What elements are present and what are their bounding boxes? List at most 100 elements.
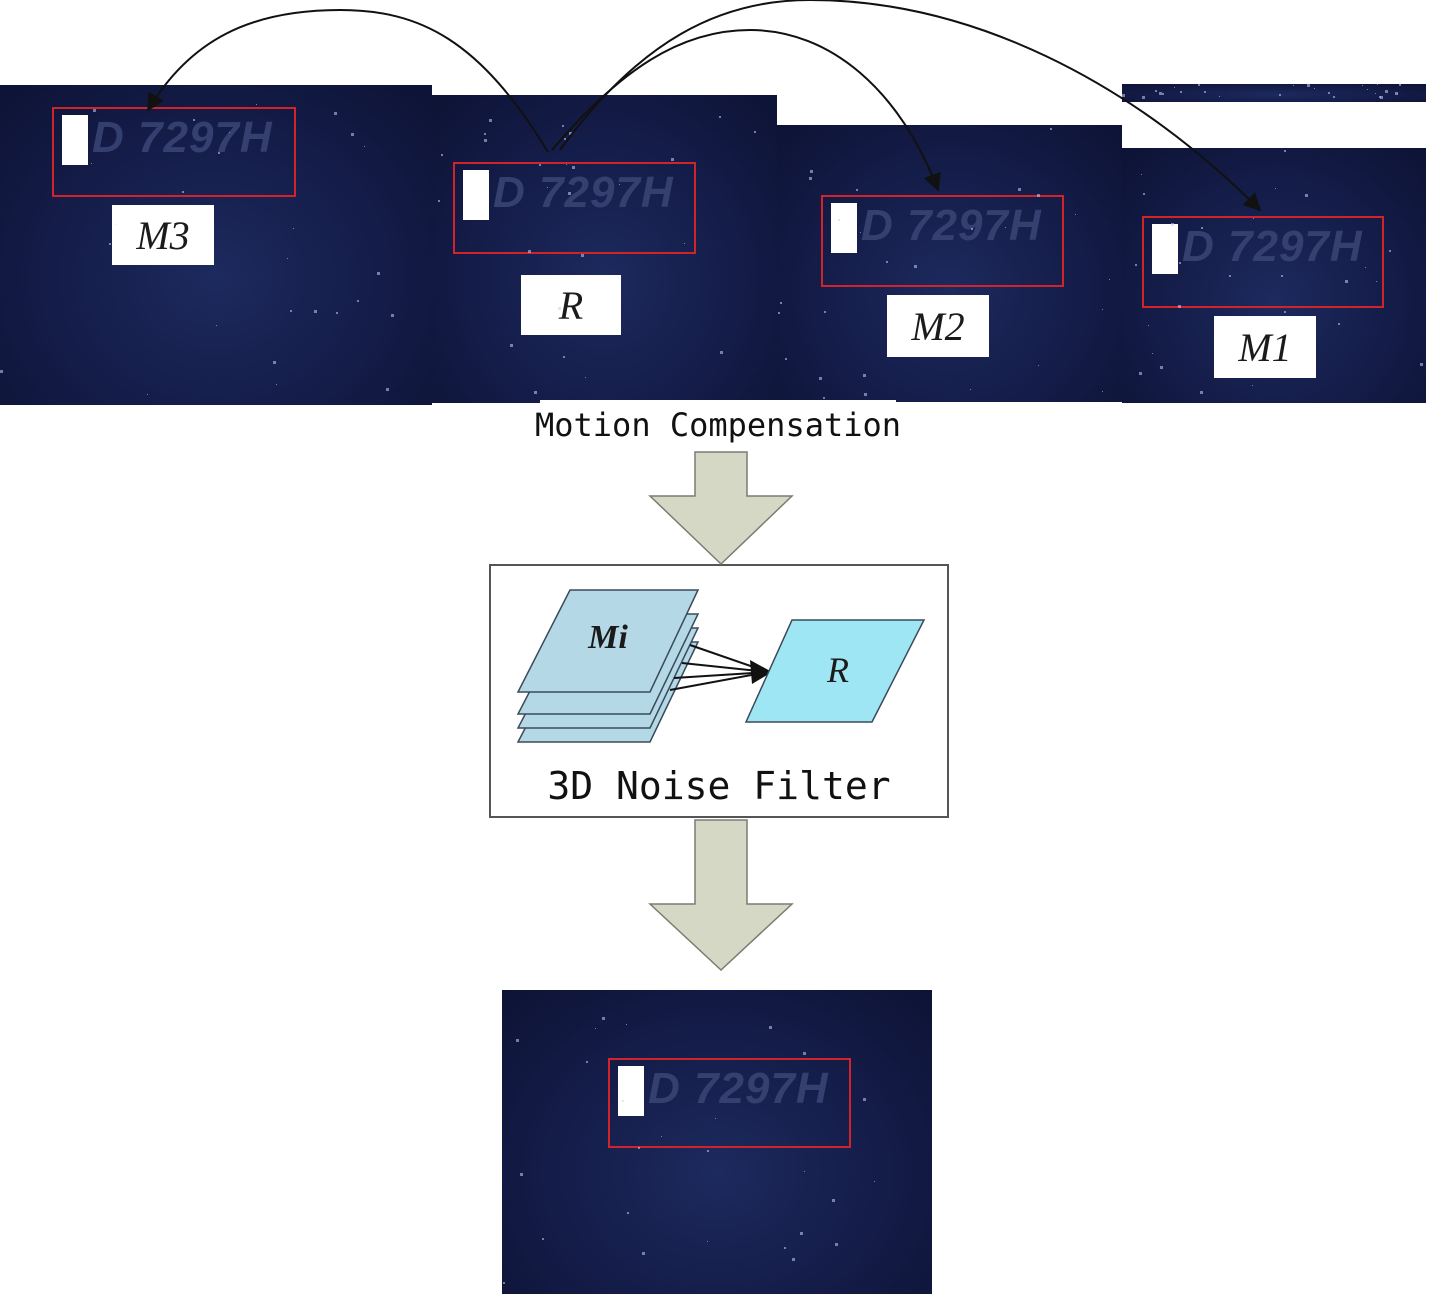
noise-speck: [1148, 325, 1149, 326]
plate-number: D 7297H: [861, 201, 1042, 250]
noise-speck: [1171, 223, 1174, 226]
noise-filter-label: 3D Noise Filter: [547, 764, 891, 808]
noise-speck: [1152, 353, 1153, 354]
noise-speck: [109, 243, 111, 245]
noise-speck: [1178, 305, 1181, 308]
noise-speck: [93, 109, 96, 112]
noise-speck: [809, 177, 812, 180]
noise-speck: [627, 1212, 629, 1214]
noise-speck: [1204, 91, 1206, 93]
noise-speck: [1174, 87, 1175, 88]
noise-speck: [216, 325, 217, 326]
noise-speck: [1198, 84, 1200, 86]
noise-speck: [438, 200, 440, 202]
noise-speck: [1281, 275, 1283, 277]
noise-speck: [377, 272, 380, 275]
noise-speck: [1139, 372, 1142, 375]
noise-speck: [803, 1052, 806, 1055]
noise-speck: [276, 384, 277, 385]
motion-arrow-to-m2: [551, 28, 941, 192]
noise-speck: [823, 397, 825, 399]
noise-speck: [684, 243, 685, 244]
noise-speck: [572, 166, 575, 169]
noise-speck: [874, 1181, 875, 1182]
noise-speck: [1050, 128, 1052, 130]
noise-speck: [1102, 309, 1103, 310]
noise-speck: [1420, 363, 1423, 366]
noise-speck: [1375, 93, 1376, 94]
noise-speck: [229, 132, 230, 133]
noise-speck: [1180, 91, 1182, 93]
noise-speck: [1385, 90, 1388, 93]
noise-speck: [1229, 275, 1231, 277]
noise-speck: [273, 361, 276, 364]
noise-speck: [1018, 188, 1021, 191]
noise-speck: [1275, 188, 1276, 189]
noise-speck: [864, 393, 867, 396]
noise-speck: [1219, 96, 1220, 97]
noise-speck: [585, 377, 586, 378]
noise-speck: [800, 1232, 803, 1235]
noise-speck: [1109, 279, 1110, 280]
license-plate-box: D 7297H: [821, 195, 1064, 287]
noise-speck: [661, 1136, 662, 1137]
noise-speck: [218, 152, 220, 154]
noise-speck: [1162, 93, 1164, 95]
noise-speck: [1252, 385, 1253, 386]
noise-speck: [1328, 92, 1330, 94]
noise-speck: [1122, 94, 1125, 97]
noise-speck: [391, 314, 394, 317]
noise-speck: [1365, 267, 1366, 268]
noise-speck: [357, 300, 359, 302]
noise-speck: [528, 250, 531, 253]
noise-speck: [1160, 366, 1163, 369]
noise-speck: [147, 394, 148, 395]
noise-speck: [1338, 323, 1340, 325]
noise-speck: [116, 224, 117, 225]
noise-speck: [971, 228, 973, 230]
noise-speck: [1307, 84, 1310, 87]
noise-speck: [1143, 193, 1145, 195]
frame-tag-r: R: [521, 275, 621, 335]
r-target-label: R: [826, 650, 849, 690]
noise-speck: [503, 1282, 505, 1284]
noise-speck: [914, 265, 917, 268]
noise-speck: [1389, 250, 1391, 252]
noise-speck: [1362, 85, 1363, 86]
noise-speck: [1305, 194, 1308, 197]
noise-speck: [1135, 264, 1137, 266]
noise-speck: [715, 1118, 716, 1119]
noise-speck: [562, 125, 564, 127]
noise-speck: [563, 356, 565, 358]
noise-speck: [1201, 227, 1203, 229]
noise-speck: [626, 1024, 627, 1025]
noise-speck: [1314, 88, 1315, 89]
noise-speck: [1379, 96, 1381, 98]
noise-speck: [784, 1247, 786, 1249]
noise-speck: [520, 1173, 523, 1176]
mi-stack-label: Mi: [587, 619, 628, 656]
noise-speck: [1253, 218, 1254, 219]
noise-speck: [804, 1171, 805, 1172]
frame-m2: D 7297H M2: [777, 125, 1122, 402]
noise-speck: [1345, 280, 1348, 283]
noise-speck: [510, 344, 513, 347]
noise-speck: [1159, 92, 1162, 95]
noise-speck: [534, 391, 537, 394]
frame-r: D 7297H R: [432, 95, 777, 403]
noise-speck: [364, 146, 365, 147]
flow-arrow-down-1: [648, 451, 794, 566]
noise-speck: [1102, 391, 1103, 392]
noise-speck: [351, 133, 354, 136]
noise-speck: [290, 310, 292, 312]
noise-speck: [754, 131, 756, 133]
frame-m1-strip: [1122, 84, 1426, 102]
noise-speck: [334, 112, 337, 115]
noise-speck: [1293, 85, 1294, 86]
noise-speck: [1075, 214, 1076, 215]
noise-speck: [516, 1039, 519, 1042]
noise-speck: [386, 388, 389, 391]
noise-speck: [785, 358, 787, 360]
plate-redaction: [62, 115, 88, 165]
noise-speck: [1141, 174, 1142, 175]
